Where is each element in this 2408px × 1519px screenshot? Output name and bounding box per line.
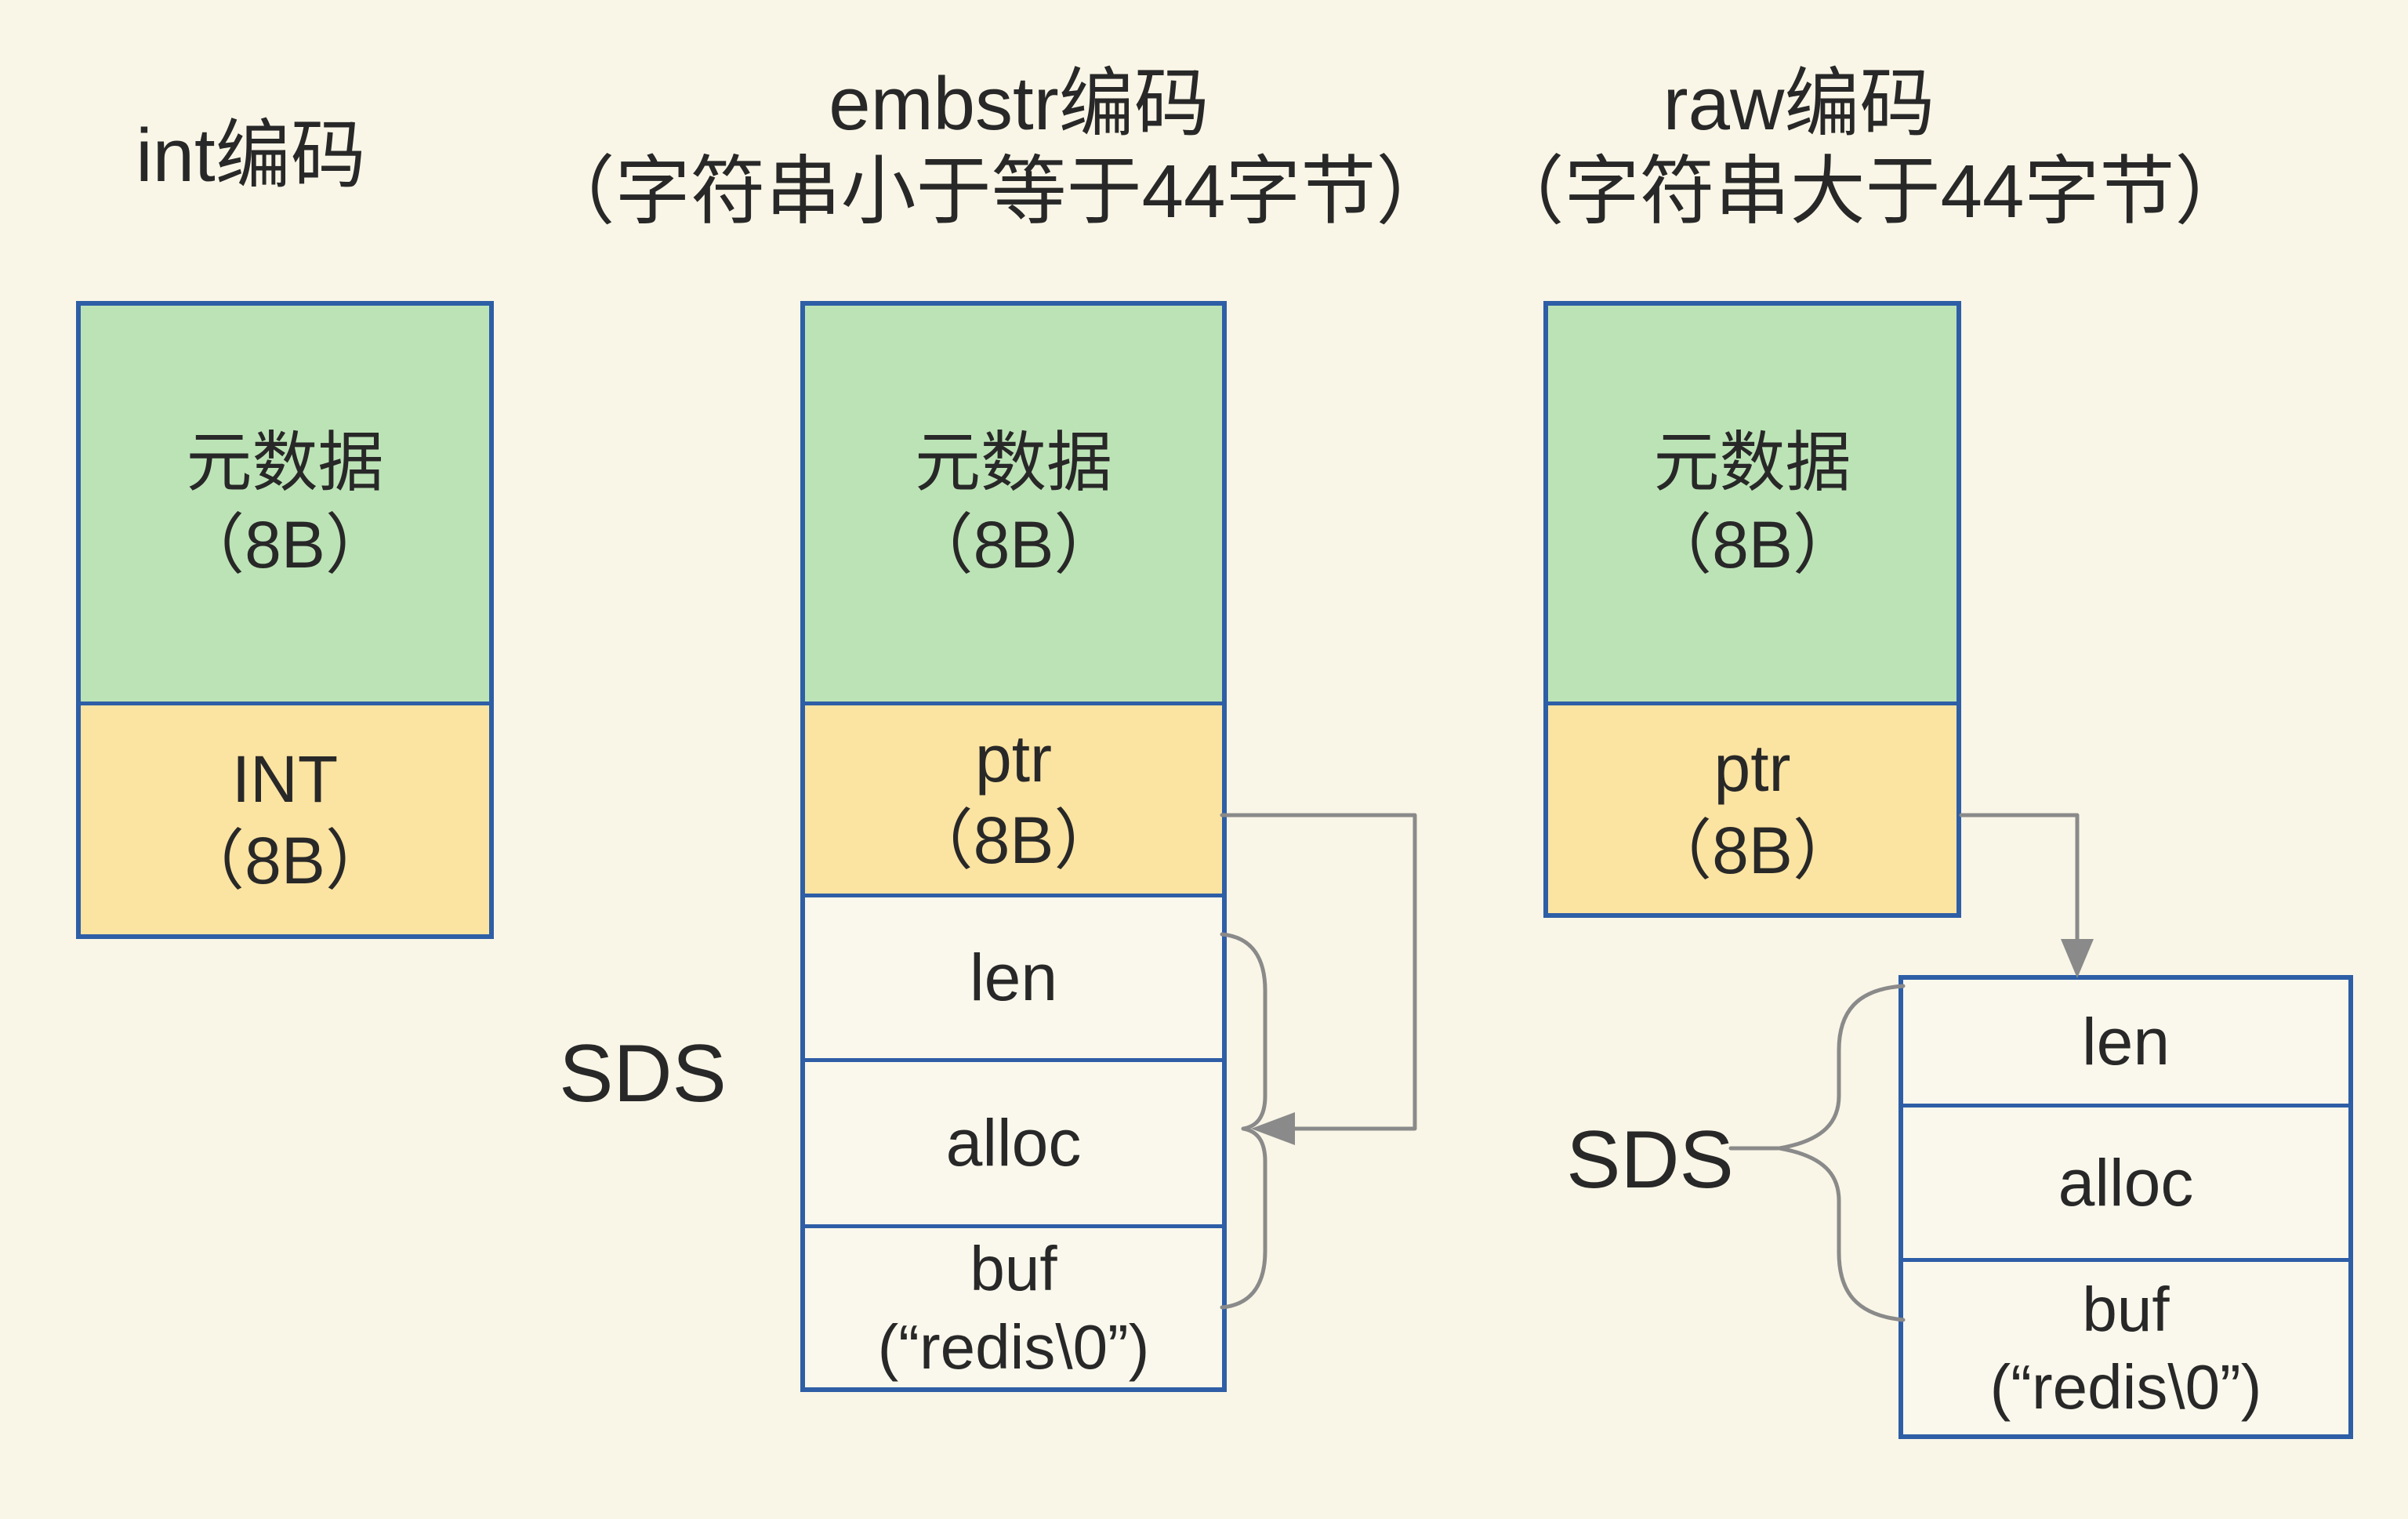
cell-raw-len: len [1903, 980, 2348, 1104]
title-embstr-condition: （字符串小于等于44字节） [539, 150, 1452, 234]
embstr-ptr-arrow-line [1220, 813, 1417, 1131]
cell-embstr-len: len [805, 894, 1222, 1058]
raw-ptr-arrow-line [1959, 813, 2080, 941]
raw-sds-brace-icon [1777, 984, 1906, 1322]
title-int-encoding: int编码 [136, 114, 366, 198]
raw-sds-box: len alloc buf (“redis\0”) [1898, 975, 2353, 1439]
embstr-sds-bracket-icon [1220, 932, 1267, 1310]
cell-embstr-buf: buf (“redis\0”) [805, 1224, 1222, 1387]
cell-raw-alloc: alloc [1903, 1104, 2348, 1258]
title-raw-condition: （字符串大于44字节） [1489, 150, 2250, 234]
raw-encoding-box: 元数据 （8B） ptr （8B） [1543, 301, 1961, 918]
sds-label-embstr: SDS [559, 1028, 727, 1119]
cell-raw-buf: buf (“redis\0”) [1903, 1258, 2348, 1434]
cell-embstr-ptr: ptr （8B） [805, 701, 1222, 894]
cell-raw-metadata: 元数据 （8B） [1548, 306, 1956, 701]
cell-int-value: INT （8B） [81, 701, 489, 934]
raw-ptr-arrowhead-down-icon [2061, 939, 2094, 978]
title-embstr-encoding: embstr编码 [829, 62, 1209, 146]
embstr-encoding-box: 元数据 （8B） ptr （8B） len alloc buf (“redis\… [800, 301, 1227, 1392]
embstr-ptr-arrowhead-left-icon [1251, 1112, 1295, 1145]
cell-embstr-alloc: alloc [805, 1058, 1222, 1224]
sds-label-raw: SDS [1566, 1115, 1734, 1205]
title-raw-encoding: raw编码 [1663, 62, 1935, 146]
cell-int-metadata: 元数据 （8B） [81, 306, 489, 701]
int-encoding-box: 元数据 （8B） INT （8B） [76, 301, 494, 939]
cell-embstr-metadata: 元数据 （8B） [805, 306, 1222, 701]
cell-raw-ptr: ptr （8B） [1548, 701, 1956, 913]
